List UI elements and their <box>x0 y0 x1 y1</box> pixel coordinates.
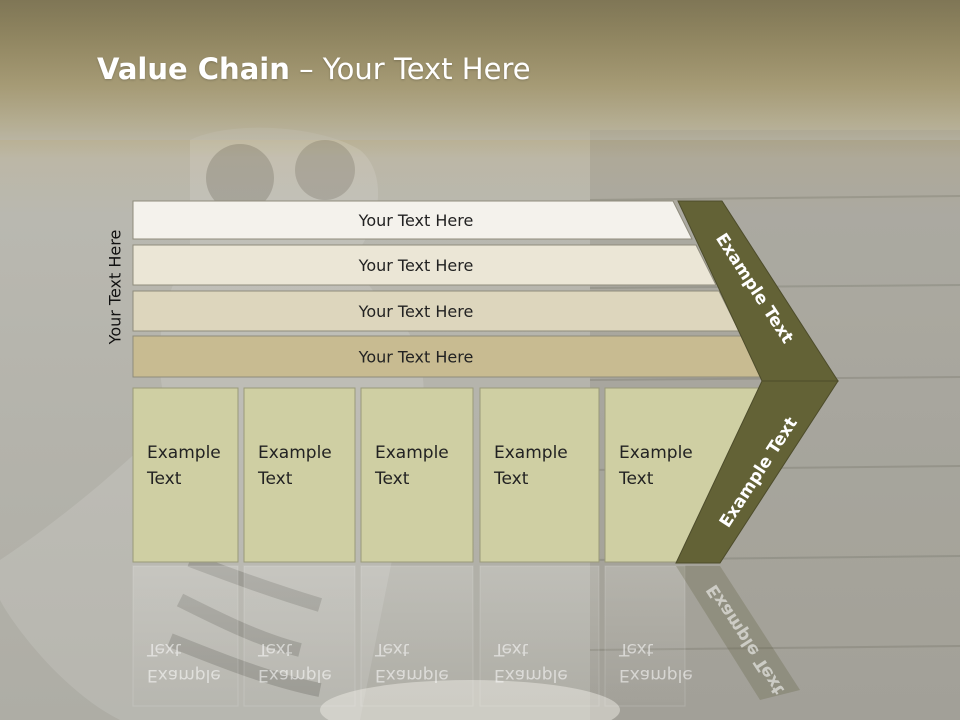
chevron-reflection: Example Text <box>676 566 800 700</box>
chevron-reflection-text: Example Text <box>703 581 789 699</box>
activity-box-label-line1-4: Example <box>494 443 568 463</box>
activity-box-reflection-text2-1: Text <box>146 639 182 659</box>
activity-box-reflection-2: Example Text <box>243 565 356 707</box>
activity-box-label-line2-2: Text <box>257 469 293 489</box>
activity-box-reflection-text2-2: Text <box>257 639 293 659</box>
activity-box-label-line2-1: Text <box>146 469 182 489</box>
activity-box-label-line2-3: Text <box>374 469 410 489</box>
activity-box-reflection-5: Example Text <box>604 565 693 707</box>
activity-box-reflection-text2-4: Text <box>493 639 529 659</box>
activity-box-4 <box>479 387 600 563</box>
activity-box-label-line2-5: Text <box>618 469 654 489</box>
activity-box-label-line1-2: Example <box>258 443 332 463</box>
activity-box-reflection-text-1: Example <box>147 665 221 685</box>
band-1 <box>132 200 693 240</box>
chevron-lower <box>675 380 839 564</box>
band-label-4: Your Text Here <box>358 348 474 367</box>
activity-box-reflection-1: Example Text <box>132 565 239 707</box>
activity-box-1 <box>132 387 239 563</box>
sunglasses-lens-left <box>206 144 274 212</box>
activity-box-2 <box>243 387 356 563</box>
activity-box-label-line1-5: Example <box>619 443 693 463</box>
slide-title: Value Chain – Your Text Here <box>97 52 531 86</box>
activity-box-reflection-text-2: Example <box>258 665 332 685</box>
band-label-2: Your Text Here <box>358 256 474 275</box>
band-label-1: Your Text Here <box>358 211 474 230</box>
activity-box-reflection-text-3: Example <box>375 665 449 685</box>
activity-box-reflection-text2-3: Text <box>374 639 410 659</box>
title-bold: Value Chain <box>97 52 290 86</box>
activity-box-reflection-text2-5: Text <box>618 639 654 659</box>
activity-box-reflection-text-4: Example <box>494 665 568 685</box>
band-2 <box>132 244 717 286</box>
activity-box-label-line1-1: Example <box>147 443 221 463</box>
activity-box-reflection-3: Example Text <box>360 565 474 707</box>
activity-box-label-line2-4: Text <box>493 469 529 489</box>
title-rest: – Your Text Here <box>289 52 531 86</box>
activity-box-reflection-text-5: Example <box>619 665 693 685</box>
band-label-3: Your Text Here <box>358 302 474 321</box>
activity-box-reflection-4: Example Text <box>479 565 600 707</box>
sunglasses-lens-right <box>295 140 355 200</box>
activity-box-3 <box>360 387 474 563</box>
activity-box-label-line1-3: Example <box>375 443 449 463</box>
